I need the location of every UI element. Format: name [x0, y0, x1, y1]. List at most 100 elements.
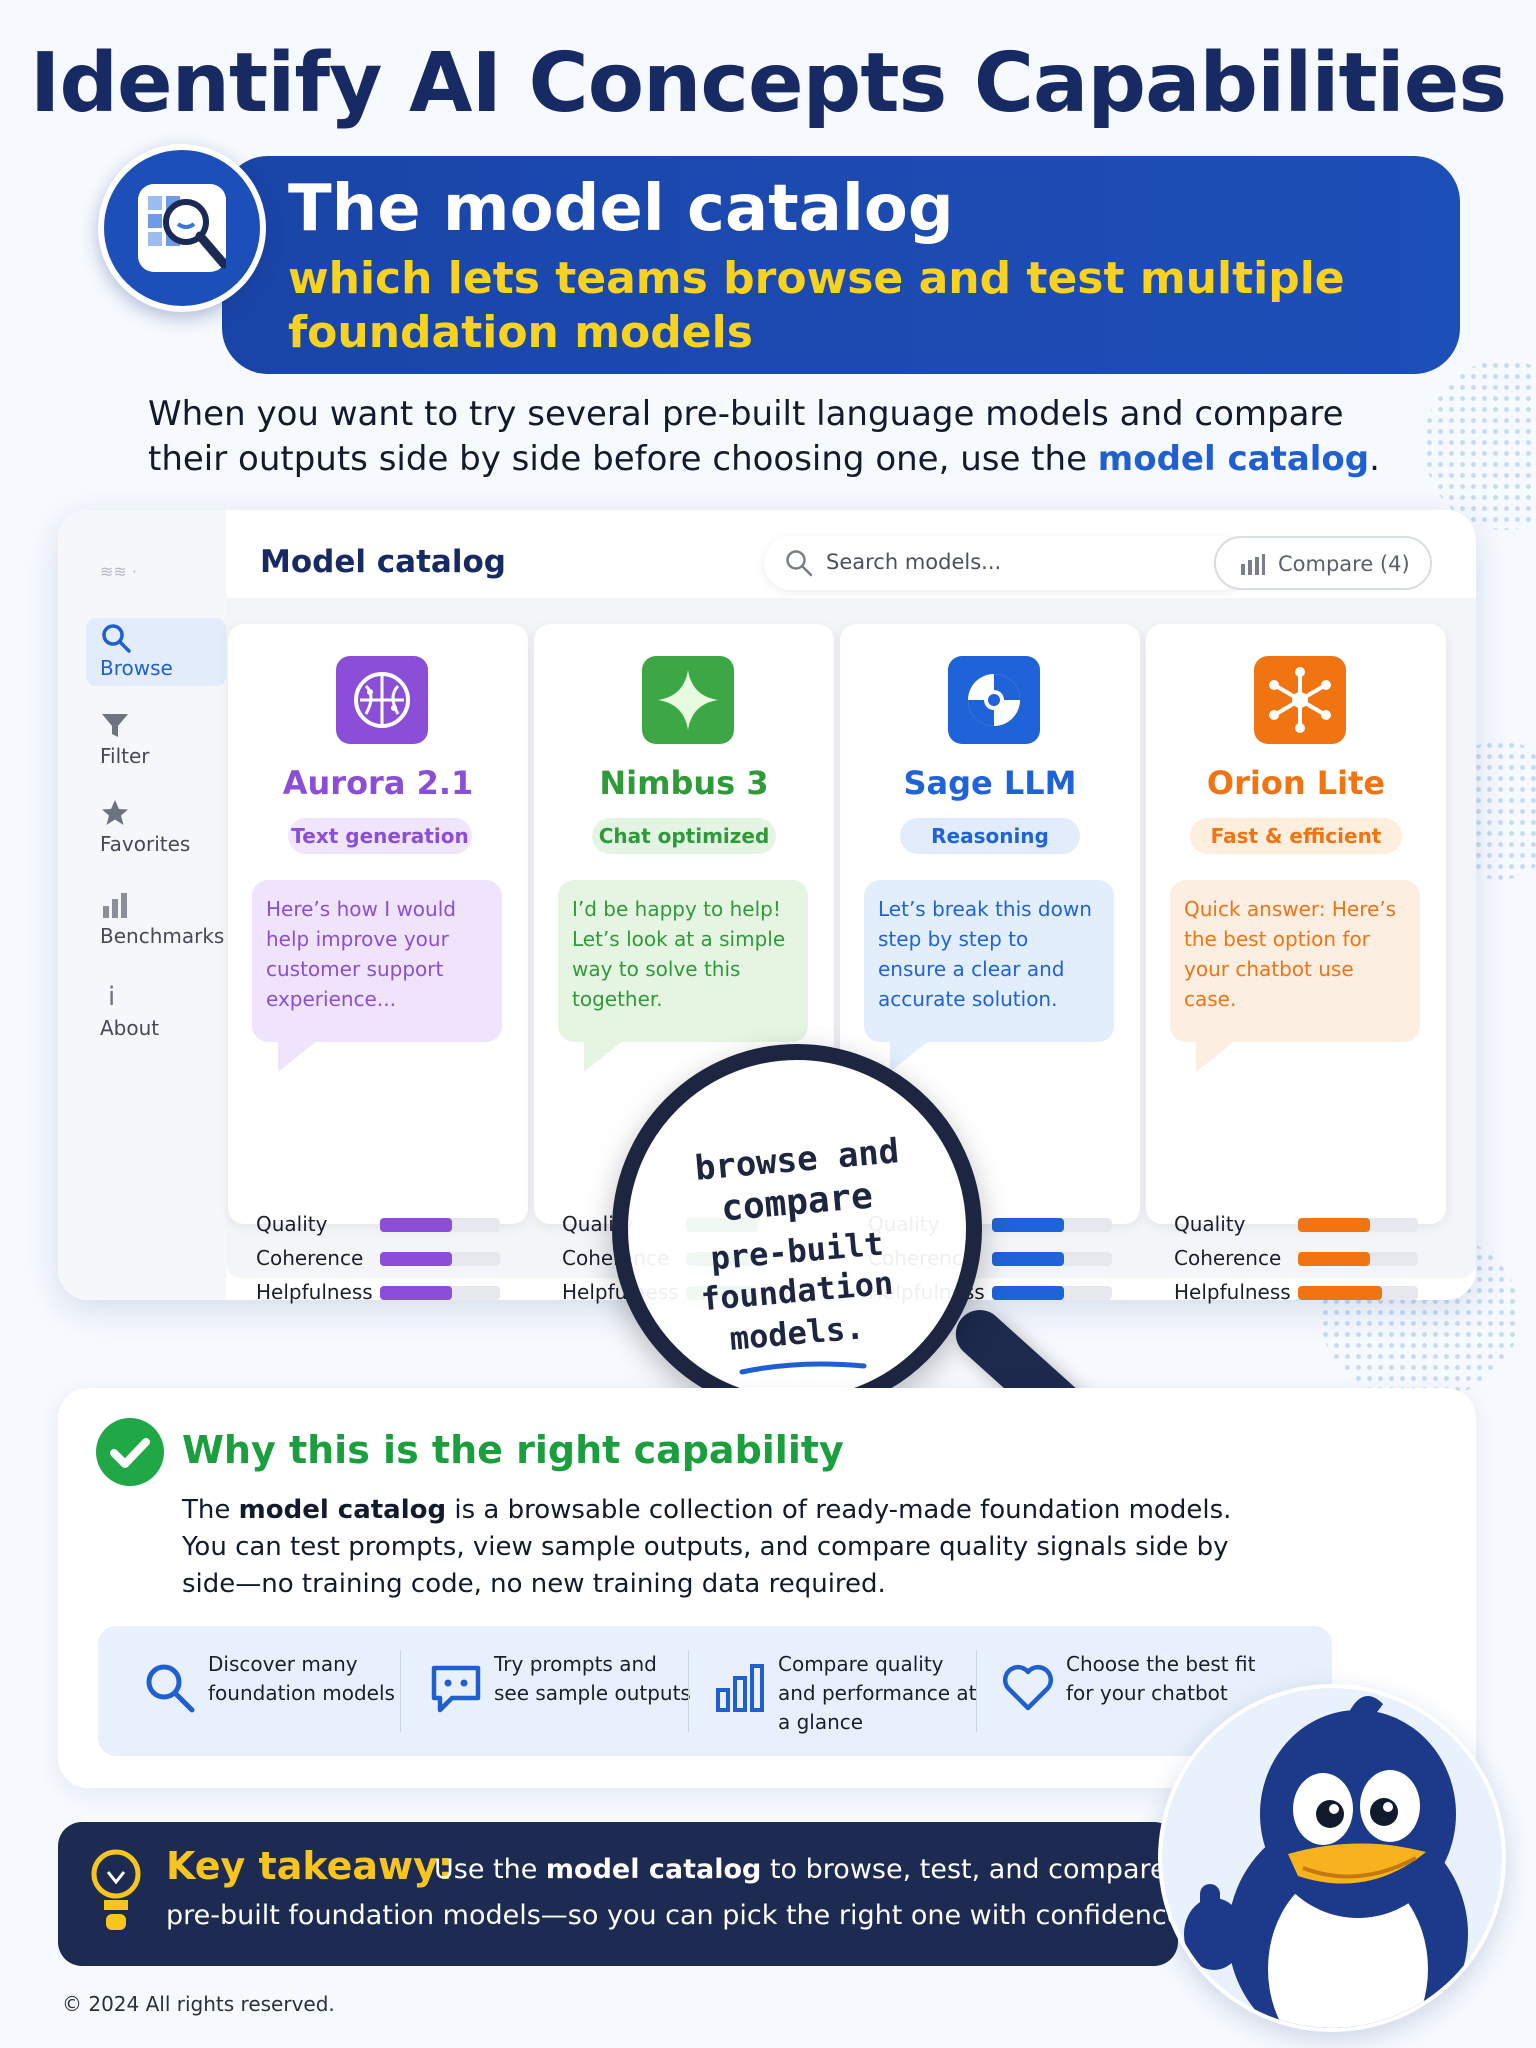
footer-copyright: © 2024 All rights reserved. [62, 1992, 335, 2016]
metric-label: Helpfulness [256, 1280, 373, 1304]
brain-icon [336, 656, 428, 744]
metric-label: Helpfulness [1174, 1280, 1291, 1304]
sidebar-item-about[interactable]: i About [86, 978, 226, 1044]
page-title: Identify AI Concepts Capabilities [29, 36, 1507, 131]
bar-chart-icon [100, 890, 224, 922]
search-icon [784, 548, 814, 578]
banner-subtitle: which lets teams browse and test multipl… [288, 253, 1345, 358]
metric-label: Coherence [1174, 1246, 1282, 1270]
star-icon [100, 798, 190, 830]
sidebar-item-favorites[interactable]: Favorites [86, 794, 226, 860]
coherence-bar [992, 1252, 1112, 1266]
model-sample-output: Let’s break this down step by step to en… [864, 880, 1114, 1042]
chat-icon [428, 1660, 484, 1716]
feature-text: Try prompts and see sample outputs [494, 1652, 691, 1705]
why-body-text: The [182, 1495, 239, 1525]
feature-text: Compare quality and performance at a gla… [778, 1652, 977, 1734]
quality-bar [992, 1218, 1112, 1232]
catalog-search-icon [98, 144, 266, 312]
dot-pattern-decoration [1424, 360, 1536, 530]
bubble-tail [278, 1040, 318, 1072]
headline-banner: The model catalog which lets teams brows… [222, 156, 1460, 374]
feature-text: Discover many foundation models [208, 1652, 395, 1705]
feature-strip: Discover many foundation models Try prom… [98, 1626, 1332, 1756]
sidebar-logo: ≋≋ · [100, 562, 137, 581]
takeaway-text: Use the [434, 1854, 546, 1885]
why-body: The model catalog is a browsable collect… [182, 1492, 1282, 1603]
compare-button[interactable]: Compare (4) [1214, 536, 1432, 590]
helpfulness-bar [1298, 1286, 1418, 1300]
check-circle-icon [96, 1418, 164, 1486]
model-card-orion[interactable]: Orion Lite Fast & efficient Quick answer… [1146, 624, 1446, 1304]
network-icon [1254, 656, 1346, 744]
bubble-tail [1196, 1040, 1236, 1072]
sidebar-item-label: Browse [100, 656, 173, 680]
model-tag: Text generation [288, 818, 472, 854]
sidebar-item-browse[interactable]: Browse [86, 618, 226, 686]
why-body-bold: model catalog [238, 1495, 447, 1525]
info-icon: i [108, 982, 116, 1012]
feature-divider [688, 1650, 689, 1732]
model-sample-output: Quick answer: Here’s the best option for… [1170, 880, 1420, 1042]
model-name: Aurora 2.1 [282, 764, 474, 802]
compare-label: Compare (4) [1278, 552, 1410, 576]
helpfulness-bar [380, 1286, 500, 1300]
bubble-tail [584, 1040, 624, 1072]
takeaway-line-1: Use the model catalog to browse, test, a… [434, 1854, 1167, 1885]
sidebar-item-label: Filter [100, 744, 150, 768]
takeaway-text: to browse, test, and compare [761, 1854, 1167, 1885]
why-title: Why this is the right capability [182, 1428, 844, 1472]
feature-divider [400, 1650, 401, 1732]
model-card-aurora[interactable]: Aurora 2.1 Text generation Here’s how I … [228, 624, 528, 1304]
takeaway-bold: model catalog [545, 1854, 762, 1885]
sparkle-icon [642, 656, 734, 744]
bar-chart-icon [712, 1660, 768, 1716]
heart-icon [1000, 1660, 1056, 1716]
helpfulness-bar [992, 1286, 1112, 1300]
coherence-bar [1298, 1252, 1418, 1266]
sidebar-item-label: Benchmarks [100, 924, 225, 948]
feature-divider [976, 1650, 977, 1732]
magnifier-glass: browse and compare pre-built foundation … [612, 1044, 982, 1414]
sidebar-item-label: Favorites [100, 832, 191, 856]
intro-paragraph: When you want to try several pre-built l… [148, 392, 1408, 482]
model-name: Orion Lite [1206, 764, 1386, 802]
why-body-text: is a browsable collection of ready-made … [182, 1495, 1232, 1599]
intro-end: . [1369, 439, 1380, 479]
search-icon [100, 622, 173, 654]
model-tag: Reasoning [900, 818, 1080, 854]
intro-highlight: model catalog [1097, 439, 1370, 479]
quality-bar [380, 1218, 500, 1232]
penguin-mascot-icon [1158, 1684, 1506, 2032]
search-icon [142, 1660, 198, 1716]
banner-title: The model catalog [288, 172, 954, 246]
metric-label: Quality [256, 1212, 328, 1236]
bar-chart-icon [1240, 554, 1266, 581]
model-name: Nimbus 3 [599, 764, 769, 802]
quality-bar [1298, 1218, 1418, 1232]
sidebar-item-filter[interactable]: Filter [86, 706, 226, 772]
coherence-bar [380, 1252, 500, 1266]
swirl-icon [948, 656, 1040, 744]
underline-stroke [739, 1361, 867, 1375]
search-input[interactable]: Search models... [764, 536, 1248, 590]
bubble-tail [890, 1040, 930, 1072]
model-sample-output: I’d be happy to help! Let’s look at a si… [558, 880, 808, 1042]
metric-label: Coherence [256, 1246, 364, 1270]
catalog-title: Model catalog [260, 544, 506, 580]
model-tag: Fast & efficient [1190, 818, 1402, 854]
lightbulb-icon [88, 1842, 144, 1942]
catalog-sidebar: ≋≋ · Browse Filter Favorites [58, 510, 226, 1300]
model-tag: Chat optimized [592, 818, 776, 854]
intro-text: When you want to try several pre-built l… [148, 394, 1344, 479]
sidebar-item-label: About [100, 1016, 160, 1040]
sidebar-item-benchmarks[interactable]: Benchmarks [86, 886, 226, 952]
model-sample-output: Here’s how I would help improve your cus… [252, 880, 502, 1042]
takeaway-line-2: pre-built foundation models—so you can p… [166, 1900, 1192, 1931]
why-section: Why this is the right capability The mod… [58, 1388, 1476, 1788]
feature-text: Choose the best fit for your chatbot [1066, 1652, 1256, 1705]
search-placeholder: Search models... [826, 550, 1002, 574]
model-name: Sage LLM [903, 764, 1077, 802]
metric-label: Quality [1174, 1212, 1246, 1236]
filter-icon [100, 710, 150, 742]
